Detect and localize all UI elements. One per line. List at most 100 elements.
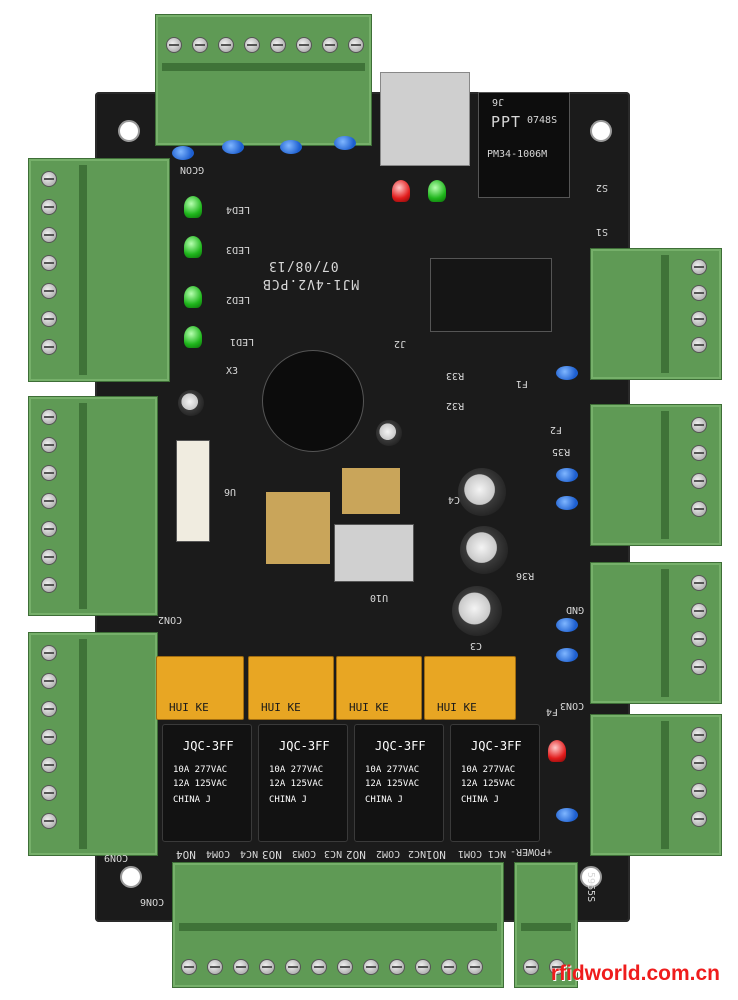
rj45-jack (380, 72, 470, 166)
relay-origin: CHINA J (269, 795, 307, 805)
component-label: R36 (516, 570, 535, 581)
led-label: LED3 (226, 244, 251, 255)
component-label: R33 (446, 370, 465, 381)
module-brand: PPT (491, 113, 522, 131)
ceramic-capacitor (556, 366, 578, 380)
component-label: U10 (370, 592, 389, 603)
voltage-regulator (334, 524, 414, 582)
terminal-block-right-4 (590, 714, 722, 856)
component-label: X3 (226, 366, 239, 377)
relay-brand: JQC-3FF (279, 739, 330, 753)
small-relay: HUI KE (424, 656, 516, 720)
relay-output-label: NC4 (240, 848, 259, 859)
power-relay: JQC-3FF 10A 277VAC 12A 125VAC CHINA J (450, 724, 540, 842)
relay-rating: 12A 125VAC (461, 779, 516, 789)
terminal-block-left-3 (28, 632, 158, 856)
relay-origin: CHINA J (365, 795, 403, 805)
date-code-label: 07/08/13 (268, 258, 339, 273)
terminal-block-right-3 (590, 562, 722, 704)
relay-rating: 12A 125VAC (365, 779, 420, 789)
relay-brand: JQC-3FF (183, 739, 234, 753)
chip-u6 (176, 440, 210, 542)
vendor-code-label: 5965S (585, 872, 596, 903)
led-label: LED1 (230, 336, 255, 347)
relay-output-label: COM4 (206, 848, 231, 859)
led-green (184, 196, 202, 218)
relay-output-label: COM3 (292, 848, 317, 859)
relay-origin: CHINA J (461, 795, 499, 805)
mounting-hole (118, 120, 140, 142)
led-green (184, 236, 202, 258)
copper-pad (342, 468, 400, 514)
relay-output-label: NC1 (488, 848, 507, 859)
electrolytic-capacitor (178, 390, 204, 416)
led-green (428, 180, 446, 202)
mounting-hole (580, 866, 602, 888)
relay-brand: JQC-3FF (471, 739, 522, 753)
relay-output-label: NO1 (426, 848, 446, 861)
terminal-block-bottom-power (514, 862, 578, 988)
power-relay: JQC-3FF 10A 277VAC 12A 125VAC CHINA J (258, 724, 348, 842)
ceramic-capacitor (280, 140, 302, 154)
led-label: LED2 (226, 294, 251, 305)
relay-rating: 10A 277VAC (365, 765, 420, 775)
component-label: U6 (224, 486, 237, 497)
con3-label: CON3 (560, 700, 585, 711)
relay-rating: 10A 277VAC (461, 765, 516, 775)
relay-output-label: COM1 (458, 848, 483, 859)
component-label: R35 (552, 446, 571, 457)
component-label: F4 (546, 706, 559, 717)
ceramic-capacitor (556, 468, 578, 482)
relay-output-label: NC3 (324, 848, 343, 859)
component-label: C3 (470, 640, 483, 651)
electrolytic-capacitor (376, 420, 402, 446)
relay-origin: CHINA J (173, 795, 211, 805)
relay-output-label: NO4 (176, 848, 196, 861)
component-label: J6 (492, 96, 505, 107)
microcontroller-chip (430, 258, 552, 332)
component-label: F1 (516, 378, 529, 389)
battery-holder (262, 350, 364, 452)
ceramic-capacitor (556, 618, 578, 632)
component-label: J2 (394, 338, 407, 349)
gcon-label: GCON (180, 164, 205, 175)
led-green (184, 326, 202, 348)
terminal-block-left-1 (28, 158, 170, 382)
small-relay: HUI KE (156, 656, 244, 720)
con6-label: CON6 (140, 896, 165, 907)
small-relay-brand: HUI KE (169, 701, 209, 714)
electrolytic-capacitor (452, 586, 502, 636)
component-label: S2 (596, 182, 609, 193)
component-label: C4 (448, 494, 461, 505)
relay-output-label: NO2 (346, 848, 366, 861)
led-green (184, 286, 202, 308)
component-label: GND (566, 604, 585, 615)
small-relay-brand: HUI KE (349, 701, 389, 714)
ceramic-capacitor (172, 146, 194, 160)
terminal-block-top (155, 14, 372, 146)
electrolytic-capacitor (458, 468, 506, 516)
small-relay: HUI KE (336, 656, 422, 720)
electrolytic-capacitor (460, 526, 508, 574)
ceramic-capacitor (334, 136, 356, 150)
small-relay: HUI KE (248, 656, 334, 720)
small-relay-brand: HUI KE (261, 701, 301, 714)
power-label: +POWER- (510, 846, 553, 857)
component-label: R32 (446, 400, 465, 411)
small-relay-brand: HUI KE (437, 701, 477, 714)
led-label: LED4 (226, 204, 251, 215)
relay-rating: 10A 277VAC (173, 765, 228, 775)
watermark-text: rfidworld.com.cn (550, 962, 720, 985)
relay-rating: 12A 125VAC (173, 779, 228, 789)
relay-rating: 10A 277VAC (269, 765, 324, 775)
mounting-hole (590, 120, 612, 142)
terminal-block-bottom-main (172, 862, 504, 988)
relay-output-label: NO3 (262, 848, 282, 861)
led-red (392, 180, 410, 202)
component-label: F2 (550, 424, 563, 435)
ceramic-capacitor (556, 808, 578, 822)
module-code: 0748S (527, 115, 558, 126)
terminal-block-left-2 (28, 396, 158, 616)
power-relay: JQC-3FF 10A 277VAC 12A 125VAC CHINA J (162, 724, 252, 842)
